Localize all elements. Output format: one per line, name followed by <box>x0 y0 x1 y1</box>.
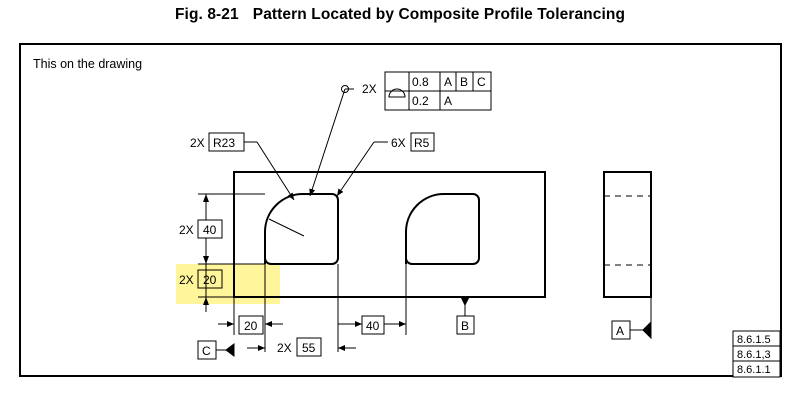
dimension-horiz-20: 20 <box>238 315 264 335</box>
datum-c-letter: C <box>202 344 211 358</box>
datum-a-label: A <box>611 320 631 340</box>
drawing-caption: This on the drawing <box>33 57 143 71</box>
pocket-right <box>405 193 480 265</box>
lower-datum-a: A <box>444 94 452 108</box>
figure-title-text: Pattern Located by Composite Profile Tol… <box>252 6 626 23</box>
profile-of-surface-icon <box>388 88 406 98</box>
dimension-height-40: 2X 40 <box>179 219 223 239</box>
reference-table: 8.6.1.5 8.6.1,3 8.6.1.1 <box>732 330 781 378</box>
radius-small-callout: 6X R5 <box>391 132 435 152</box>
drawing-frame <box>19 43 782 377</box>
height-40-value: 40 <box>203 223 217 237</box>
horiz-40-value: 40 <box>366 319 380 333</box>
height-20-count: 2X <box>179 273 194 287</box>
height-40-count: 2X <box>179 223 194 237</box>
datum-a-letter: A <box>616 324 624 338</box>
figure-title: Fig. 8-21 Pattern Located by Composite Pr… <box>0 6 800 24</box>
upper-datum-c: C <box>477 75 486 89</box>
feature-control-frame: 2X 0.8 A B C 0.2 A <box>362 71 492 111</box>
part-side-view <box>603 171 652 298</box>
dimension-horiz-40: 40 <box>361 315 385 335</box>
radius-large-count: 2X <box>190 136 205 150</box>
horiz-55-value: 55 <box>302 341 316 355</box>
radius-small-value: R5 <box>414 136 430 150</box>
upper-datum-a: A <box>444 75 452 89</box>
radius-large-value: R23 <box>213 136 235 150</box>
datum-b-letter: B <box>461 319 469 333</box>
datum-c-label: C <box>197 340 217 360</box>
height-20-value: 20 <box>203 273 217 287</box>
horiz-20-value: 20 <box>244 319 258 333</box>
dimension-horiz-55: 2X 55 <box>277 337 322 357</box>
horiz-55-count: 2X <box>277 341 292 355</box>
part-front-view <box>233 171 546 298</box>
upper-datum-b: B <box>460 75 468 89</box>
radius-large-callout: 2X R23 <box>190 132 245 152</box>
radius-small-count: 6X <box>391 136 406 150</box>
figure-number: Fig. 8-21 <box>174 6 239 23</box>
reference-3: 8.6.1.1 <box>737 364 771 376</box>
reference-1: 8.6.1.5 <box>737 334 771 346</box>
datum-b-label: B <box>456 315 475 335</box>
reference-2: 8.6.1,3 <box>737 349 771 361</box>
profile-count: 2X <box>362 82 377 96</box>
dimension-height-20: 2X 20 <box>179 269 223 289</box>
upper-tolerance: 0.8 <box>412 75 429 89</box>
lower-tolerance: 0.2 <box>412 94 429 108</box>
pocket-left <box>264 193 339 265</box>
